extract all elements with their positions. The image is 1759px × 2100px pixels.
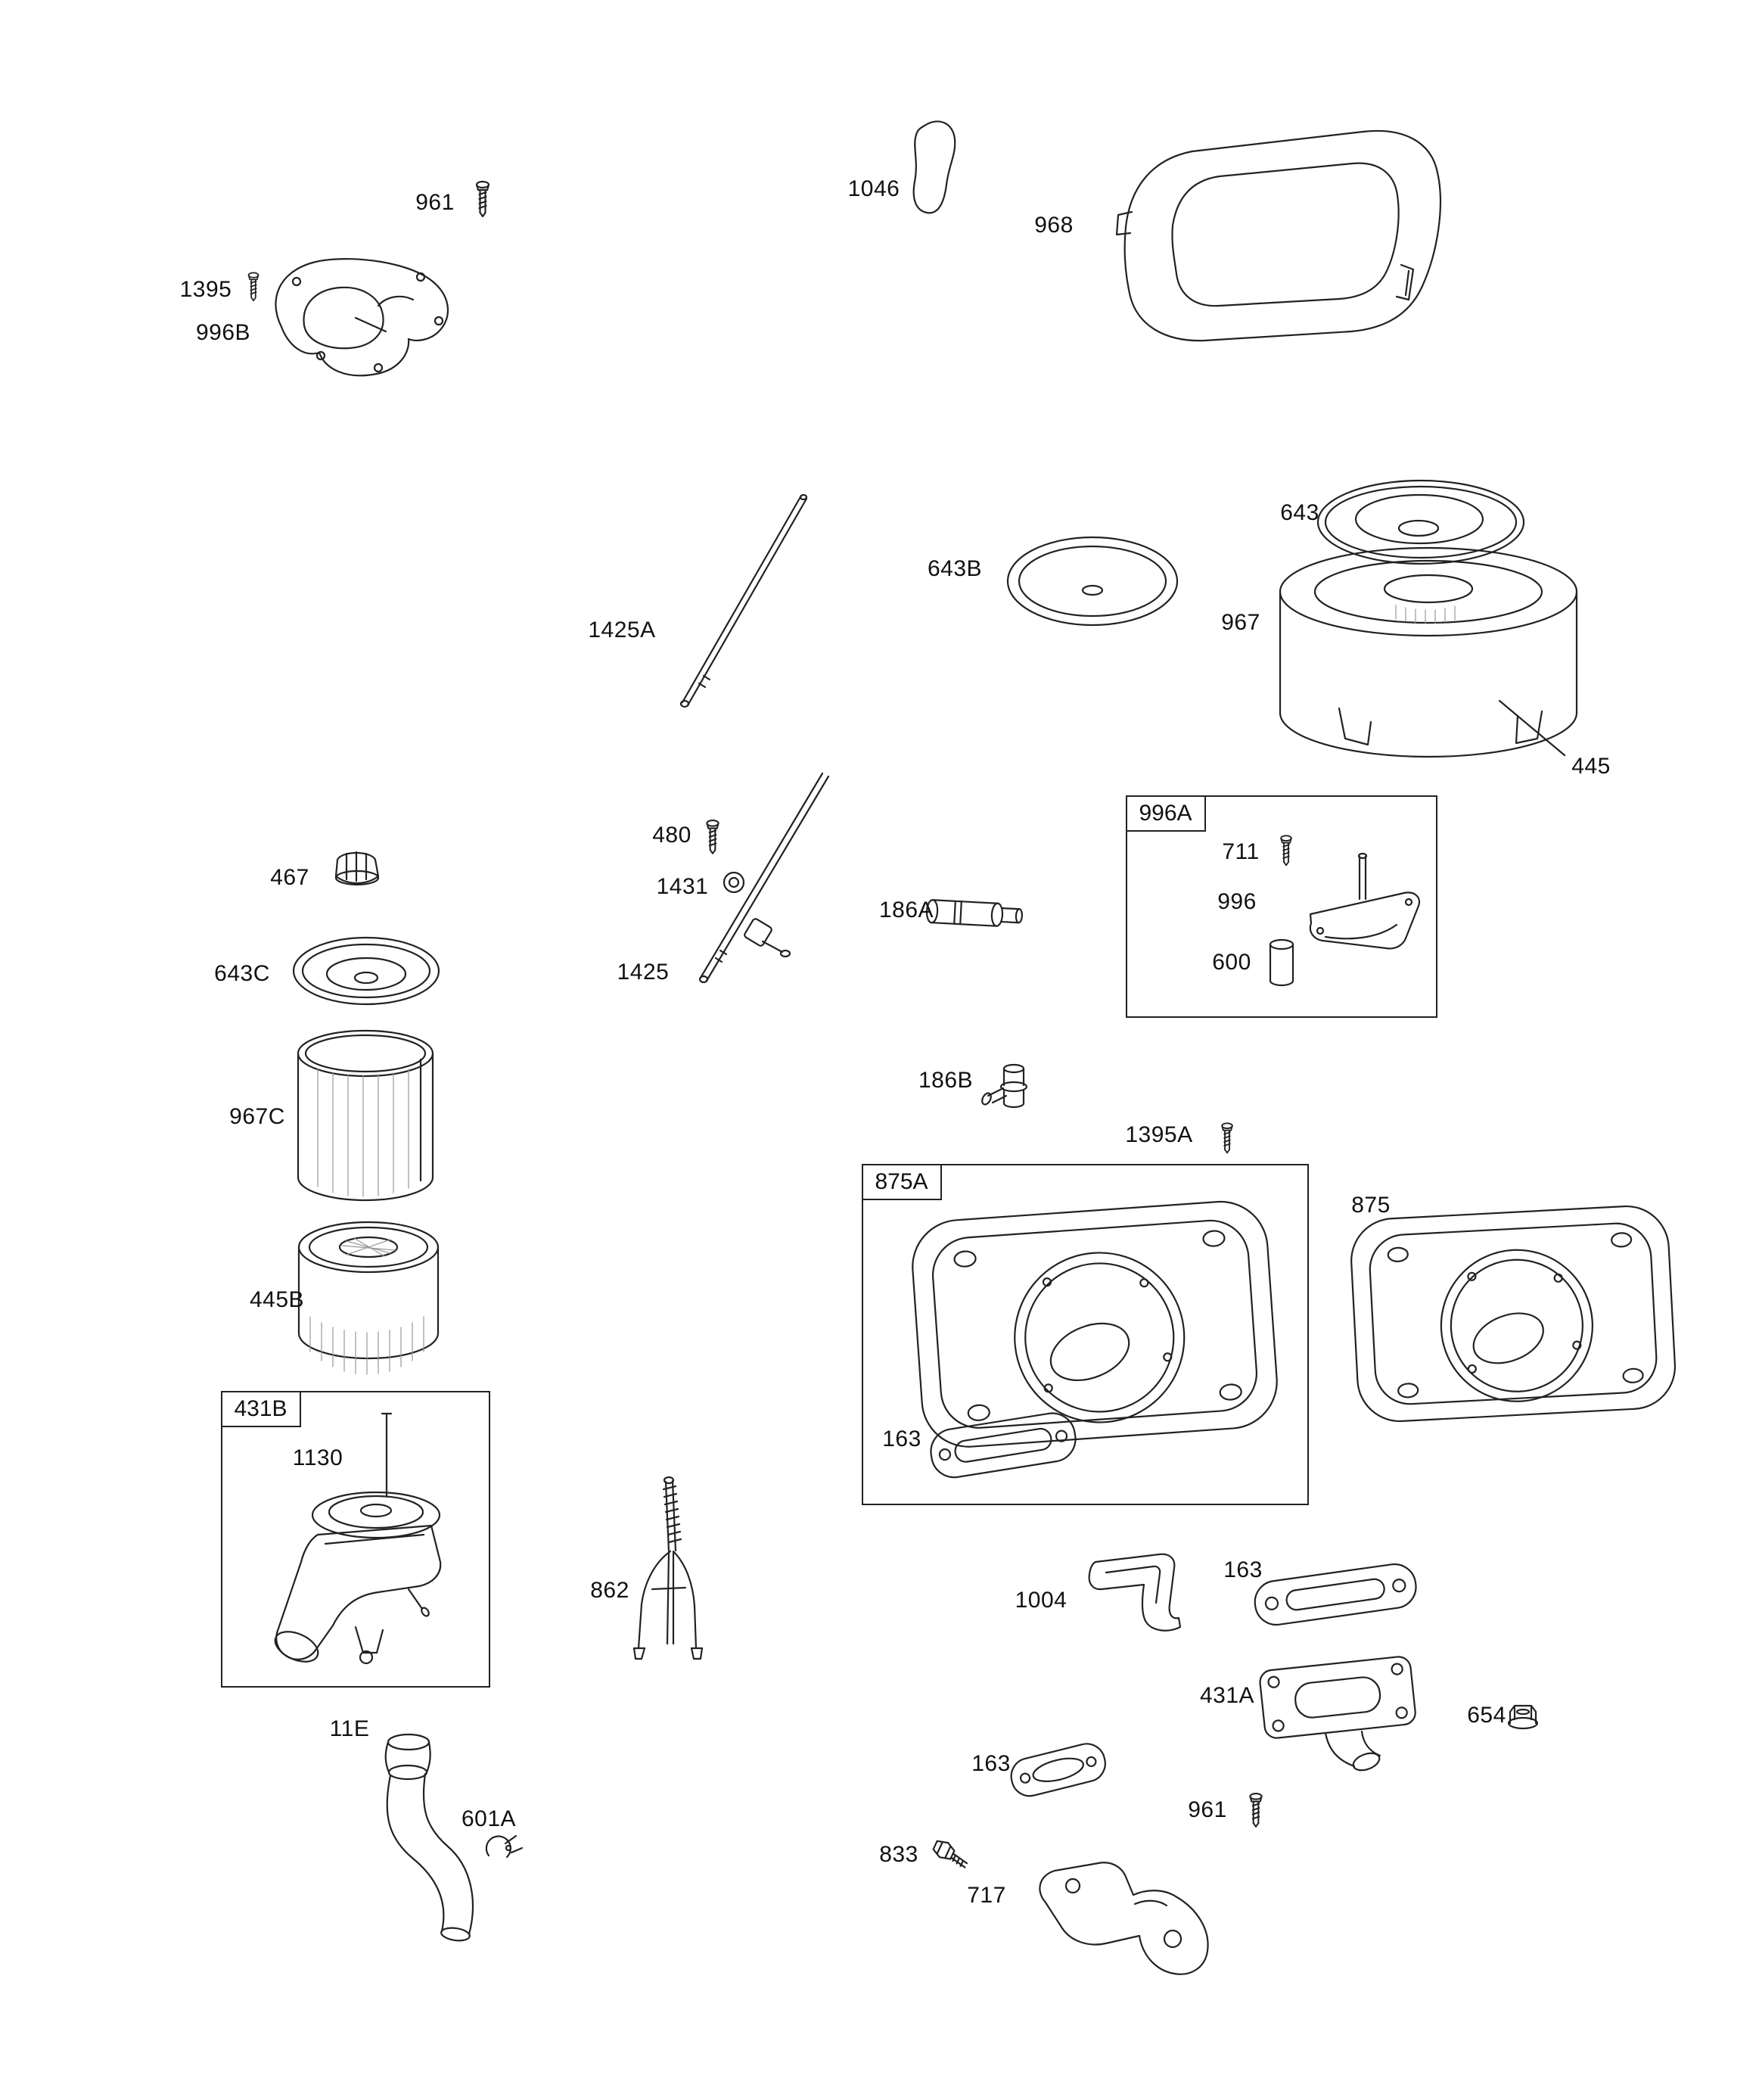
filter-top-643-drawing (1316, 479, 1525, 565)
cover-968-drawing (1115, 129, 1441, 342)
tube-1425-drawing (698, 772, 830, 984)
manifold-431A-drawing (1259, 1656, 1416, 1772)
part-label-601A: 601A (461, 1806, 517, 1831)
part-label-967C: 967C (229, 1104, 285, 1129)
part-label-643: 643 (1280, 500, 1319, 525)
nut-654-icon (1507, 1704, 1539, 1730)
group-label-875A: 875A (861, 1163, 942, 1200)
gasket-163-b-drawing (1254, 1563, 1417, 1626)
gasket-163-c-drawing (1010, 1743, 1106, 1797)
clamp-601A-icon (485, 1834, 524, 1859)
part-label-186B: 186B (918, 1068, 974, 1093)
cover-996B-drawing (275, 258, 449, 377)
part-label-480: 480 (652, 823, 691, 848)
part-label-163-c: 163 (971, 1751, 1011, 1776)
part-label-643B: 643B (927, 556, 983, 581)
screw-1395-icon (247, 272, 259, 302)
part-label-1004: 1004 (1015, 1588, 1068, 1613)
screw-711-icon (1280, 835, 1292, 866)
part-label-1425A: 1425A (588, 618, 656, 642)
wrap-967C-drawing (297, 1029, 434, 1202)
carburetor-1130-drawing (274, 1412, 442, 1665)
part-label-11E: 11E (329, 1716, 370, 1741)
disc-643C-drawing (292, 936, 440, 1006)
part-label-445B: 445B (249, 1287, 305, 1312)
bracket-717-drawing (1039, 1862, 1209, 1975)
part-label-431A: 431A (1199, 1683, 1255, 1708)
group-label-431B: 431B (220, 1390, 301, 1427)
part-label-961-a: 961 (415, 190, 455, 215)
group-box-431B: 431B (220, 1390, 490, 1688)
plate-996-drawing (1309, 852, 1421, 950)
part-label-875: 875 (1351, 1193, 1391, 1218)
part-label-1395A: 1395A (1125, 1122, 1193, 1147)
cylinder-600-drawing (1269, 938, 1294, 987)
base-875-drawing (1350, 1205, 1677, 1423)
part-label-961-b: 961 (1188, 1797, 1227, 1822)
cartridge-445B-drawing (297, 1221, 440, 1375)
foam-1046-drawing (912, 120, 956, 214)
part-label-711: 711 (1222, 839, 1260, 864)
part-label-1395: 1395 (179, 277, 232, 302)
part-label-833: 833 (879, 1842, 918, 1867)
part-label-1130: 1130 (292, 1445, 343, 1470)
fitting-186A-drawing (925, 899, 1024, 927)
part-label-1431: 1431 (656, 874, 709, 899)
tube-1425A-drawing (679, 493, 808, 708)
part-label-600: 600 (1212, 950, 1251, 975)
part-label-996B: 996B (195, 320, 251, 345)
part-label-654: 654 (1467, 1703, 1506, 1728)
knob-467-drawing (334, 851, 380, 886)
part-label-967: 967 (1221, 610, 1260, 635)
part-label-968: 968 (1034, 213, 1074, 238)
gasket-163-a-drawing (930, 1412, 1077, 1479)
bolt-833-icon (932, 1840, 968, 1868)
group-box-875A: 875A (861, 1163, 1309, 1505)
base-875A-drawing (912, 1200, 1278, 1448)
tube-11E-drawing (384, 1733, 474, 1942)
part-label-717: 717 (967, 1883, 1006, 1908)
part-label-467: 467 (270, 865, 309, 890)
assembly-862-drawing (632, 1476, 704, 1660)
leader-line-445 (1498, 699, 1566, 757)
group-label-996A: 996A (1125, 795, 1206, 832)
screw-961-bottom-icon (1249, 1793, 1263, 1828)
group-box-996A: 996A (1125, 795, 1437, 1018)
fitting-186B-drawing (981, 1063, 1028, 1109)
part-label-643C: 643C (214, 961, 270, 986)
filter-967-drawing (1279, 546, 1578, 758)
washer-1431-icon (723, 871, 745, 894)
part-label-163-b: 163 (1223, 1557, 1263, 1582)
elbow-1004-drawing (1088, 1553, 1182, 1632)
part-label-445: 445 (1571, 754, 1611, 779)
part-label-186A: 186A (878, 898, 934, 922)
screw-480-icon (706, 820, 719, 854)
part-label-1425: 1425 (617, 960, 670, 985)
part-label-1046: 1046 (847, 176, 900, 201)
screw-1395A-icon (1221, 1122, 1233, 1154)
part-label-996: 996 (1217, 889, 1257, 914)
cover-643B-drawing (1006, 536, 1179, 627)
part-label-163-a: 163 (882, 1426, 921, 1451)
screw-961-top-icon (475, 180, 490, 218)
part-label-862: 862 (590, 1578, 629, 1603)
